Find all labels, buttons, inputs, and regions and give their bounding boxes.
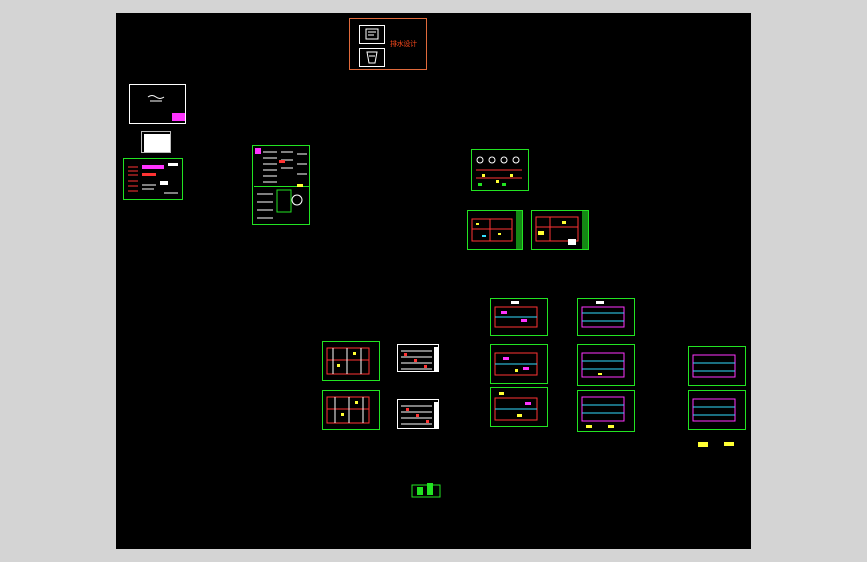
cad-model-space[interactable]: 排水设计 bbox=[116, 13, 751, 549]
plan-sheet-a[interactable] bbox=[467, 210, 523, 250]
yellow-markers bbox=[698, 442, 734, 447]
level-plan-4[interactable] bbox=[577, 298, 635, 336]
legend-label: 排水设计 bbox=[390, 40, 417, 48]
cover-sheet[interactable] bbox=[129, 84, 186, 124]
notes-sheet[interactable] bbox=[123, 158, 183, 200]
level-plan-2[interactable] bbox=[490, 344, 548, 384]
level-plan-3[interactable] bbox=[490, 387, 548, 427]
floor-plan-sheet-1[interactable] bbox=[322, 341, 380, 381]
detail-block[interactable] bbox=[411, 481, 441, 499]
legend-box[interactable]: 排水设计 bbox=[349, 18, 427, 70]
index-sheet[interactable] bbox=[141, 131, 171, 153]
plan-sheet-b[interactable] bbox=[531, 210, 589, 250]
detail-sheet[interactable] bbox=[471, 149, 529, 191]
floor-plan-sheet-2[interactable] bbox=[322, 390, 380, 430]
schedule-sheet-2[interactable] bbox=[397, 399, 439, 429]
level-plan-8[interactable] bbox=[688, 390, 746, 430]
level-plan-1[interactable] bbox=[490, 298, 548, 336]
level-plan-5[interactable] bbox=[577, 344, 635, 386]
level-plan-7[interactable] bbox=[688, 346, 746, 386]
drawing-sheet-icon[interactable] bbox=[359, 48, 385, 67]
level-plan-6[interactable] bbox=[577, 390, 635, 432]
equipment-table-sheet[interactable] bbox=[252, 145, 310, 225]
schedule-sheet-1[interactable] bbox=[397, 344, 439, 372]
drawing-sheet-icon[interactable] bbox=[359, 25, 385, 44]
